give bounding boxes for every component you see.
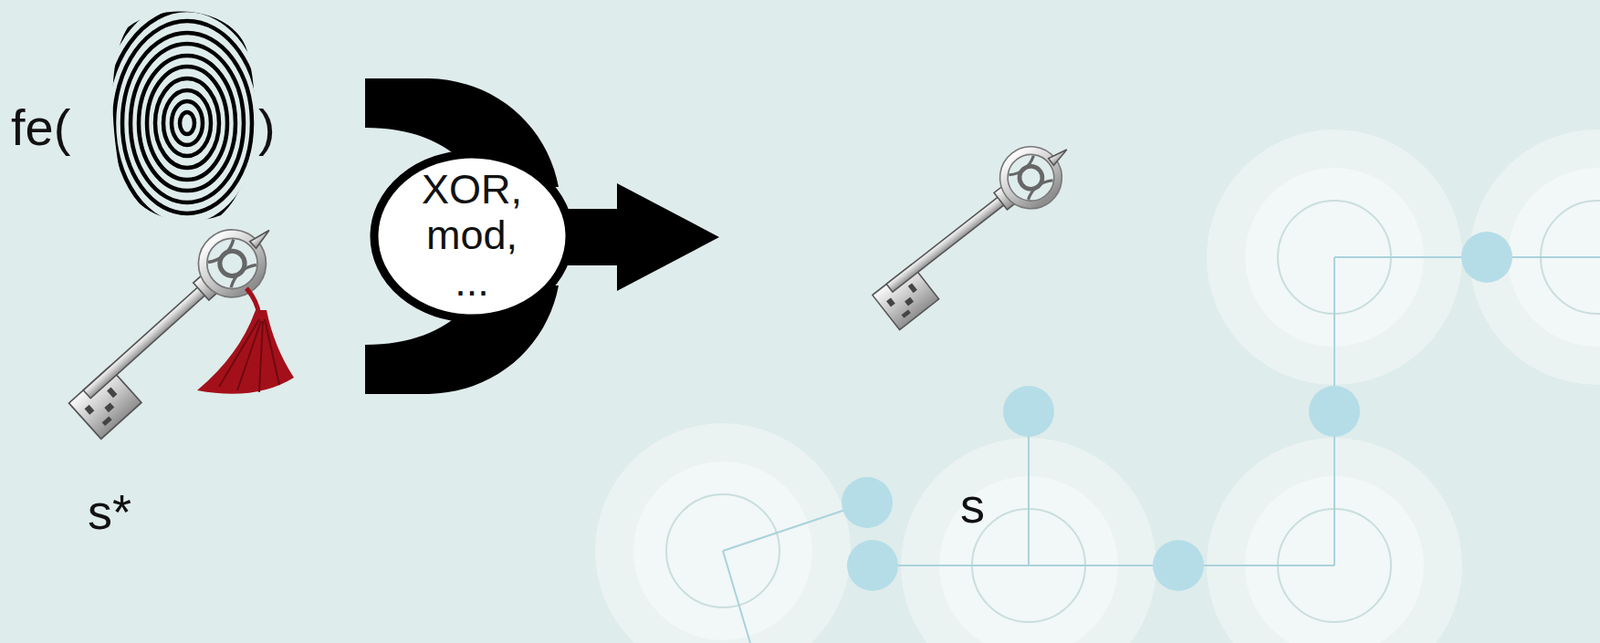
key-with-tassel	[52, 209, 298, 440]
operation-ellipse: XOR, mod, ...	[369, 149, 575, 324]
diagram-label: )	[258, 102, 276, 154]
connector-decoration	[722, 257, 1600, 643]
fingerprint	[97, 0, 277, 249]
diagram-label: s*	[87, 487, 132, 537]
diagram-label: fe(	[10, 102, 71, 154]
derived-key	[858, 128, 1091, 331]
dot-decoration	[841, 231, 1513, 592]
diagram-label: s	[960, 481, 985, 531]
ring-outline	[666, 200, 1600, 623]
ellipse-shape	[374, 154, 570, 319]
tassel	[197, 288, 294, 395]
operation-text: XOR, mod, ...	[407, 167, 536, 305]
combiner-shape	[365, 78, 720, 395]
ring-decoration	[595, 129, 1600, 643]
